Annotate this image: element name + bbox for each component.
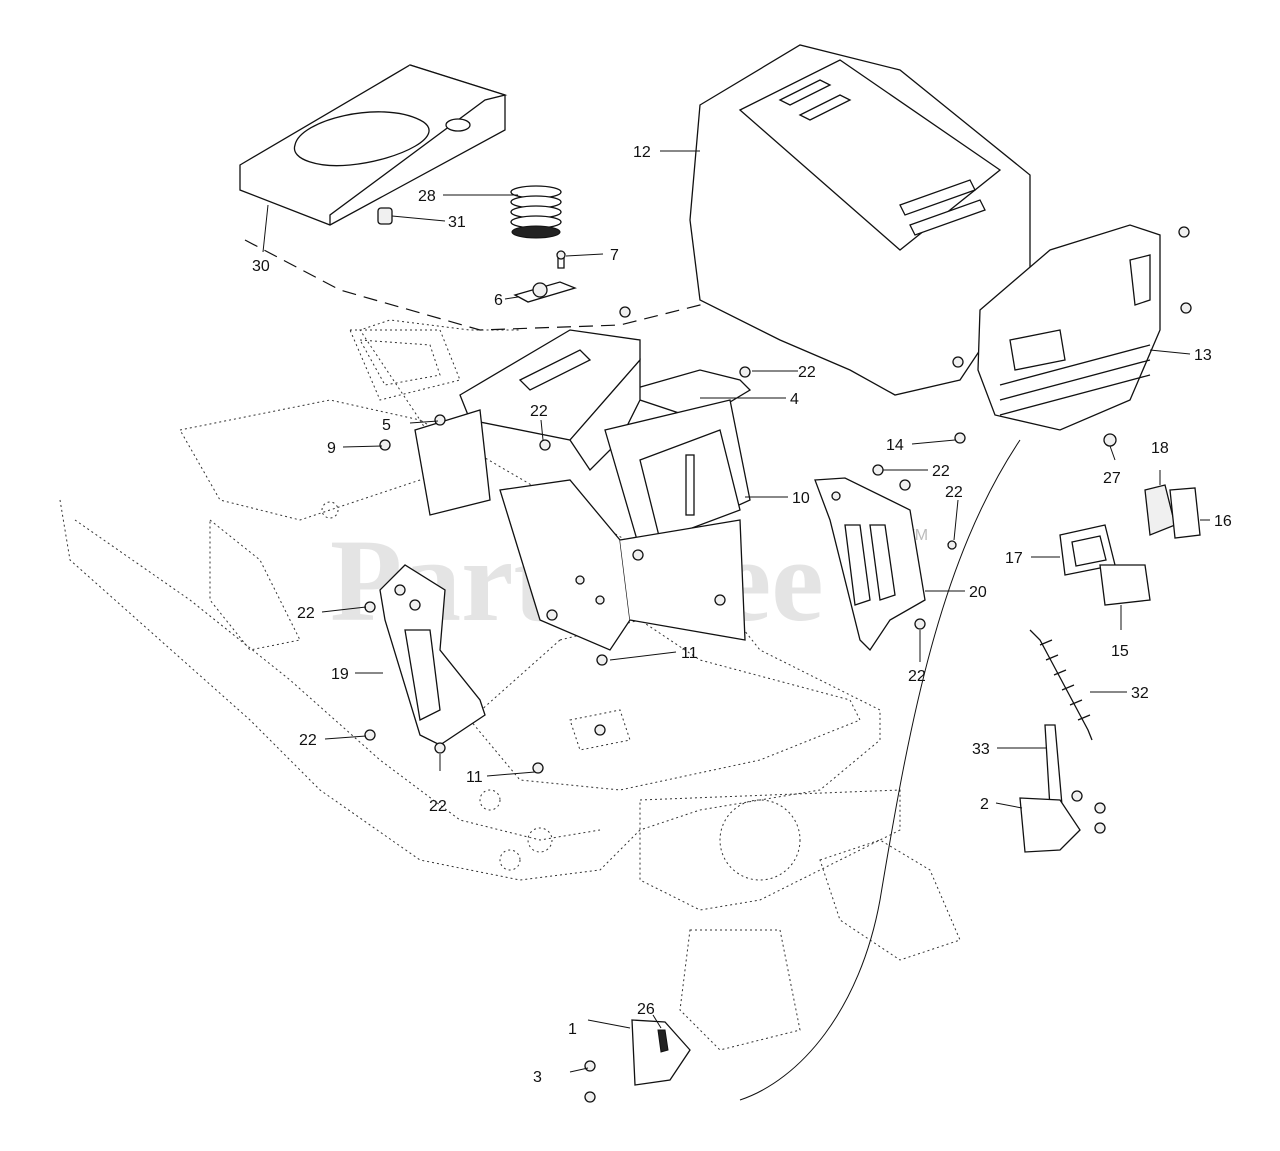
grille	[977, 224, 1161, 431]
lower-pan	[499, 479, 746, 651]
leader-lines	[262, 150, 1210, 1073]
callout-27: 27	[1103, 470, 1121, 487]
callout-14: 14	[886, 437, 904, 454]
tension-spring	[1029, 629, 1093, 741]
callout-1: 1	[568, 1021, 577, 1038]
small-bracket	[1044, 724, 1063, 809]
callout-22-h: 22	[908, 668, 926, 685]
assembly-leader-dashed	[244, 239, 761, 331]
callout-3: 3	[533, 1069, 542, 1086]
callout-22-g: 22	[945, 484, 963, 501]
callout-12: 12	[633, 144, 651, 161]
callout-13: 13	[1194, 347, 1212, 364]
callout-2: 2	[980, 796, 989, 813]
callout-22-d: 22	[299, 732, 317, 749]
callout-7: 7	[610, 247, 619, 264]
dash-console	[459, 329, 752, 551]
seat-pan	[239, 64, 508, 226]
fasteners	[364, 226, 1192, 1103]
headlight-cover	[1169, 487, 1201, 539]
left-bracket	[631, 1019, 691, 1086]
callout-4: 4	[790, 391, 799, 408]
callout-22-a: 22	[798, 364, 816, 381]
callout-5: 5	[382, 417, 391, 434]
headlight-lens	[1099, 564, 1151, 606]
callout-18: 18	[1151, 440, 1169, 457]
callout-22-c: 22	[297, 605, 315, 622]
alignment-curve	[739, 439, 1021, 1101]
callout-16: 16	[1214, 513, 1232, 530]
callout-22-b: 22	[530, 403, 548, 420]
callout-19: 19	[331, 666, 349, 683]
callout-9: 9	[327, 440, 336, 457]
callout-20: 20	[969, 584, 987, 601]
callout-30: 30	[252, 258, 270, 275]
left-footrest	[379, 564, 486, 746]
seat-bracket	[513, 250, 577, 303]
chassis-outline	[59, 319, 961, 1051]
left-side-panel	[414, 409, 491, 516]
seat-knob	[377, 207, 393, 225]
callout-22-e: 22	[429, 798, 447, 815]
callout-26: 26	[637, 1001, 655, 1018]
callout-11-lower: 11	[466, 769, 483, 786]
callout-31: 31	[448, 214, 466, 231]
callout-17: 17	[1005, 550, 1023, 567]
callout-labels: 1 2 3 4 5 6 7 9 10 11 11 12 13 14 15 16 …	[252, 144, 1232, 1086]
seat-spring	[510, 185, 562, 239]
callout-33: 33	[972, 741, 990, 758]
callout-15: 15	[1111, 643, 1129, 660]
callout-32: 32	[1131, 685, 1149, 702]
right-bracket	[1019, 797, 1081, 853]
hood	[689, 44, 1031, 396]
right-footrest	[814, 477, 926, 652]
headlight-bezel	[1059, 524, 1116, 576]
callout-10: 10	[792, 490, 810, 507]
callout-28: 28	[418, 188, 436, 205]
callout-6: 6	[494, 292, 503, 309]
callout-22-f: 22	[932, 463, 950, 480]
callout-11-upper: 11	[681, 645, 698, 662]
